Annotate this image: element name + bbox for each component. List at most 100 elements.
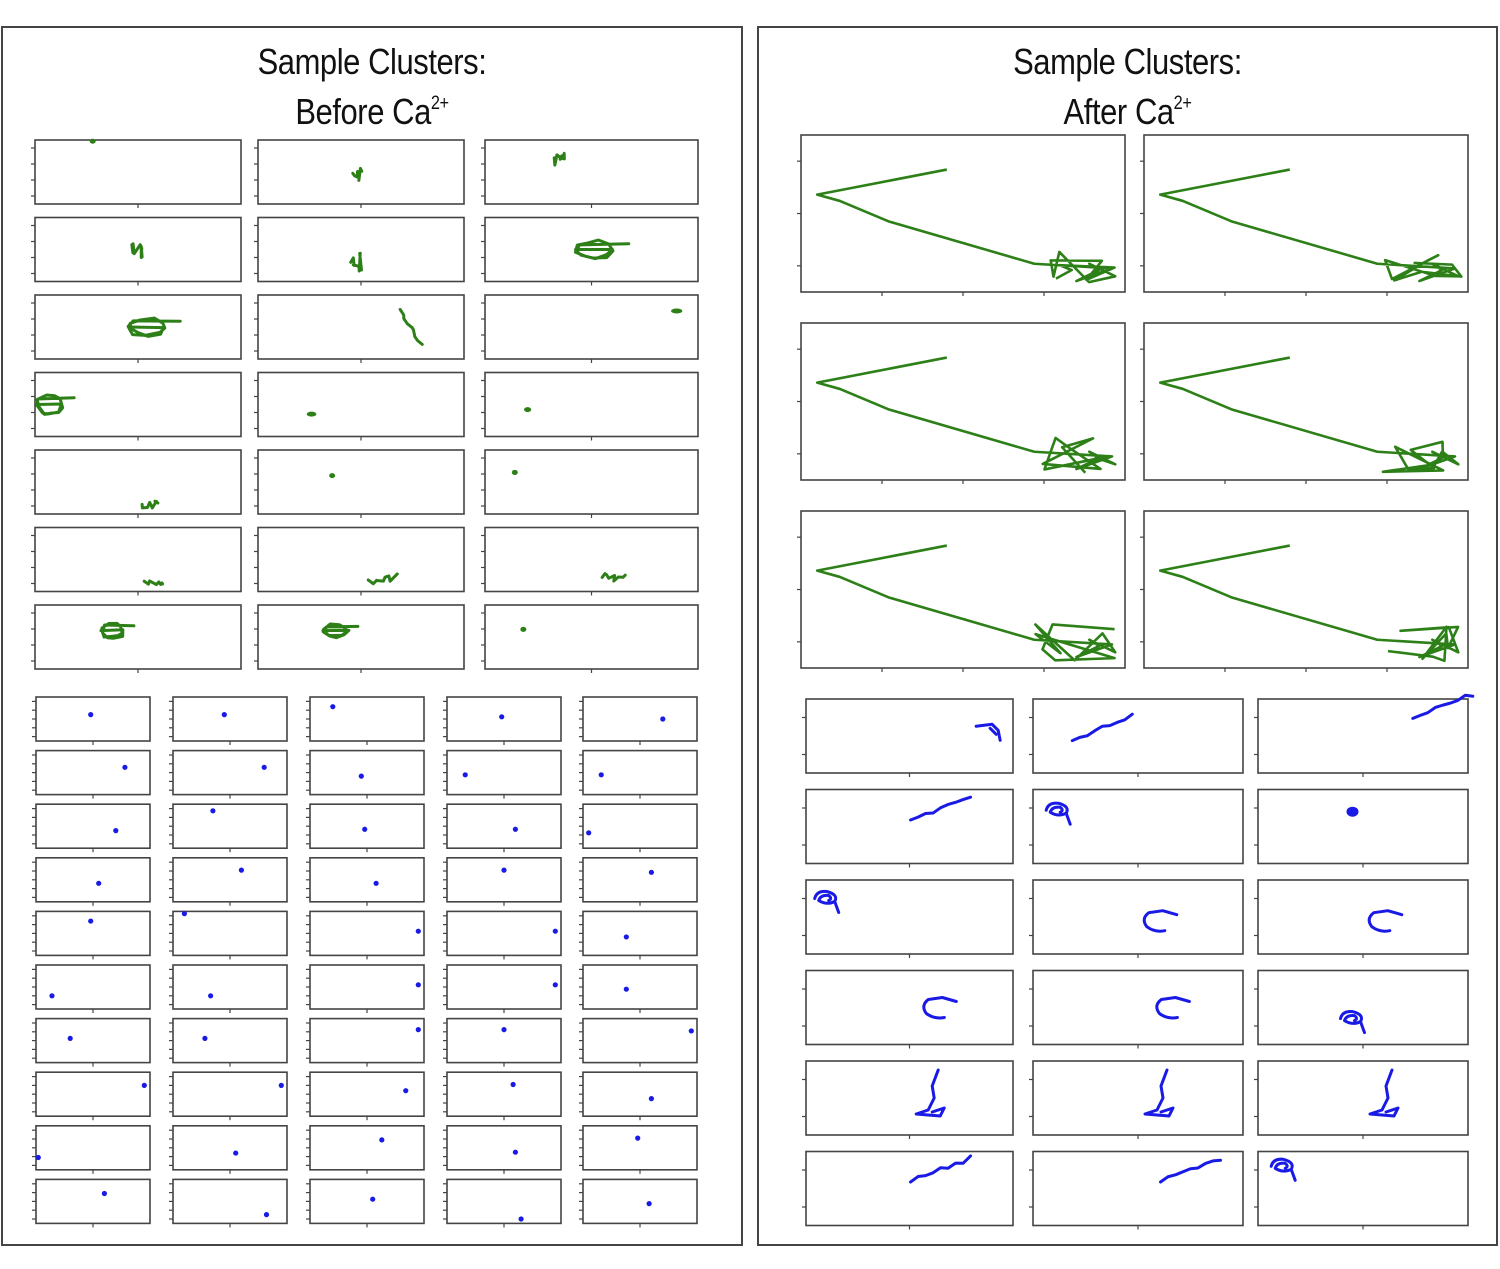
before-blue-cell-22-frame [172, 910, 288, 957]
before-green-cell-21-mark [520, 626, 527, 632]
after-blue-cell-2-frame [1032, 698, 1244, 774]
before-green-cell-18-trajectory [600, 572, 627, 583]
before-blue-cell-33-frame [309, 1017, 425, 1064]
after-blue-cell-11-frame [1032, 969, 1244, 1046]
before-blue-cell-12-point [210, 808, 216, 814]
before-green-cell-5-frame [257, 216, 465, 283]
before-blue-cell-45-frame [582, 1125, 698, 1171]
before-blue-cell-40-frame [582, 1071, 698, 1117]
after-blue-cell-6-frame [1257, 788, 1469, 865]
after-blue-cell-8-trajectory [1142, 909, 1179, 933]
before-green-cell-21-frame [484, 604, 699, 670]
after-blue-cell-10-trajectory [922, 996, 958, 1020]
after-blue-cell-12-trajectory [1339, 1009, 1366, 1035]
before-blue-cell-8-frame [309, 749, 425, 796]
after-green-cell-2-trajectory [1158, 168, 1463, 283]
before-blue-cell-31-frame [35, 1017, 151, 1064]
after-blue-cell-9-frame [1257, 879, 1469, 955]
before-blue-cell-41-frame [35, 1125, 151, 1171]
before-green-cell-11-mark [306, 411, 317, 417]
before-blue-cell-31-point [67, 1035, 73, 1041]
before-blue-cell-11-point [113, 828, 119, 834]
before-green-cell-3-frame [484, 139, 699, 205]
before-blue-cell-10-point [598, 772, 604, 778]
before-green-cell-15-frame [484, 449, 699, 515]
after-blue-cell-1-frame [805, 698, 1014, 774]
before-blue-cell-37-point [278, 1082, 284, 1088]
after-green-cell-2-frame [1143, 134, 1469, 293]
after-blue-cell-15-trajectory [1368, 1068, 1400, 1118]
before-green-cell-8-trajectory [398, 307, 424, 346]
before-blue-cell-16-frame [35, 856, 151, 903]
before-blue-cell-20-frame [582, 856, 698, 903]
after-blue-cell-12-frame [1257, 969, 1469, 1046]
before-green-cell-19-trajectory [99, 621, 136, 640]
before-blue-cell-23-point [415, 928, 421, 934]
before-blue-cell-34-point [501, 1027, 507, 1033]
before-blue-cell-26-frame [35, 964, 151, 1010]
before-green-cell-2-trajectory [351, 166, 364, 182]
title-after-text: After Ca [1063, 91, 1175, 132]
before-green-cell-19-frame [34, 604, 242, 670]
before-blue-cell-30-point [623, 986, 629, 992]
before-blue-cell-7-point [261, 764, 267, 770]
before-blue-cell-49-frame [446, 1178, 562, 1225]
after-blue-cell-16-frame [805, 1150, 1014, 1227]
before-green-cell-3-trajectory [552, 151, 566, 167]
before-blue-cell-46-point [101, 1190, 107, 1197]
after-blue-cell-5-frame [1032, 788, 1244, 865]
before-blue-cell-44-point [512, 1149, 519, 1155]
after-blue-cell-7-trajectory [813, 889, 841, 914]
after-blue-cell-13-trajectory [914, 1068, 946, 1118]
before-green-cell-12-frame [484, 371, 699, 438]
before-blue-cell-2-frame [172, 696, 288, 742]
before-green-cell-12-mark [524, 407, 532, 413]
after-blue-cell-14-frame [1032, 1060, 1244, 1136]
before-blue-cell-24-frame [446, 910, 562, 957]
before-blue-cell-26-point [49, 993, 55, 999]
before-green-cell-17-frame [257, 526, 465, 593]
before-green-cell-1-mark [89, 138, 96, 144]
before-green-cell-13-trajectory [140, 499, 160, 510]
before-green-cell-5-trajectory [349, 251, 363, 273]
title-before-line1: Sample Clusters: [257, 41, 487, 82]
before-green-cell-10-frame [34, 371, 242, 438]
before-blue-cell-24-point [552, 928, 558, 934]
before-blue-cell-47-point [263, 1212, 270, 1218]
before-green-cell-13-frame [34, 449, 242, 515]
after-blue-cell-11-trajectory [1155, 996, 1191, 1020]
before-blue-cell-32-frame [172, 1017, 288, 1064]
before-blue-cell-12-frame [172, 803, 288, 850]
before-blue-cell-18-frame [309, 856, 425, 903]
before-blue-cell-38-frame [309, 1071, 425, 1117]
before-green-cell-18-frame [484, 526, 699, 593]
before-blue-cell-17-frame [172, 856, 288, 903]
before-blue-cell-23-frame [309, 910, 425, 957]
before-blue-cell-7-frame [172, 749, 288, 796]
before-blue-cell-20-point [648, 869, 655, 875]
before-blue-cell-42-frame [172, 1125, 288, 1171]
title-before-line2: Before Ca2+ [53, 92, 691, 132]
before-green-cell-14-frame [257, 449, 465, 515]
before-green-cell-16-trajectory [142, 579, 165, 587]
before-blue-cell-42-point [233, 1150, 239, 1156]
before-green-cell-1-frame [34, 139, 242, 205]
before-blue-cell-3-frame [309, 696, 425, 742]
before-blue-cell-50-frame [582, 1178, 698, 1225]
title-before-sup: 2+ [430, 93, 449, 114]
before-blue-cell-18-point [373, 880, 379, 886]
before-blue-cell-21-point [88, 918, 94, 924]
after-green-cell-3-frame [800, 322, 1126, 481]
before-green-cell-10-trajectory [35, 393, 76, 416]
before-blue-cell-36-point [141, 1082, 147, 1088]
before-blue-cell-43-point [379, 1137, 385, 1143]
title-after-line2: After Ca2+ [809, 92, 1446, 132]
after-green-cell-6-trajectory [1158, 544, 1460, 663]
after-blue-cell-18-frame [1257, 1150, 1469, 1227]
after-blue-cell-5-trajectory [1044, 801, 1072, 826]
before-blue-cell-9-point [462, 772, 468, 778]
before-blue-cell-29-point [552, 982, 558, 988]
before-green-cell-9-mark [671, 308, 683, 314]
after-blue-cell-10-frame [805, 969, 1014, 1046]
before-blue-cell-28-point [415, 982, 421, 988]
